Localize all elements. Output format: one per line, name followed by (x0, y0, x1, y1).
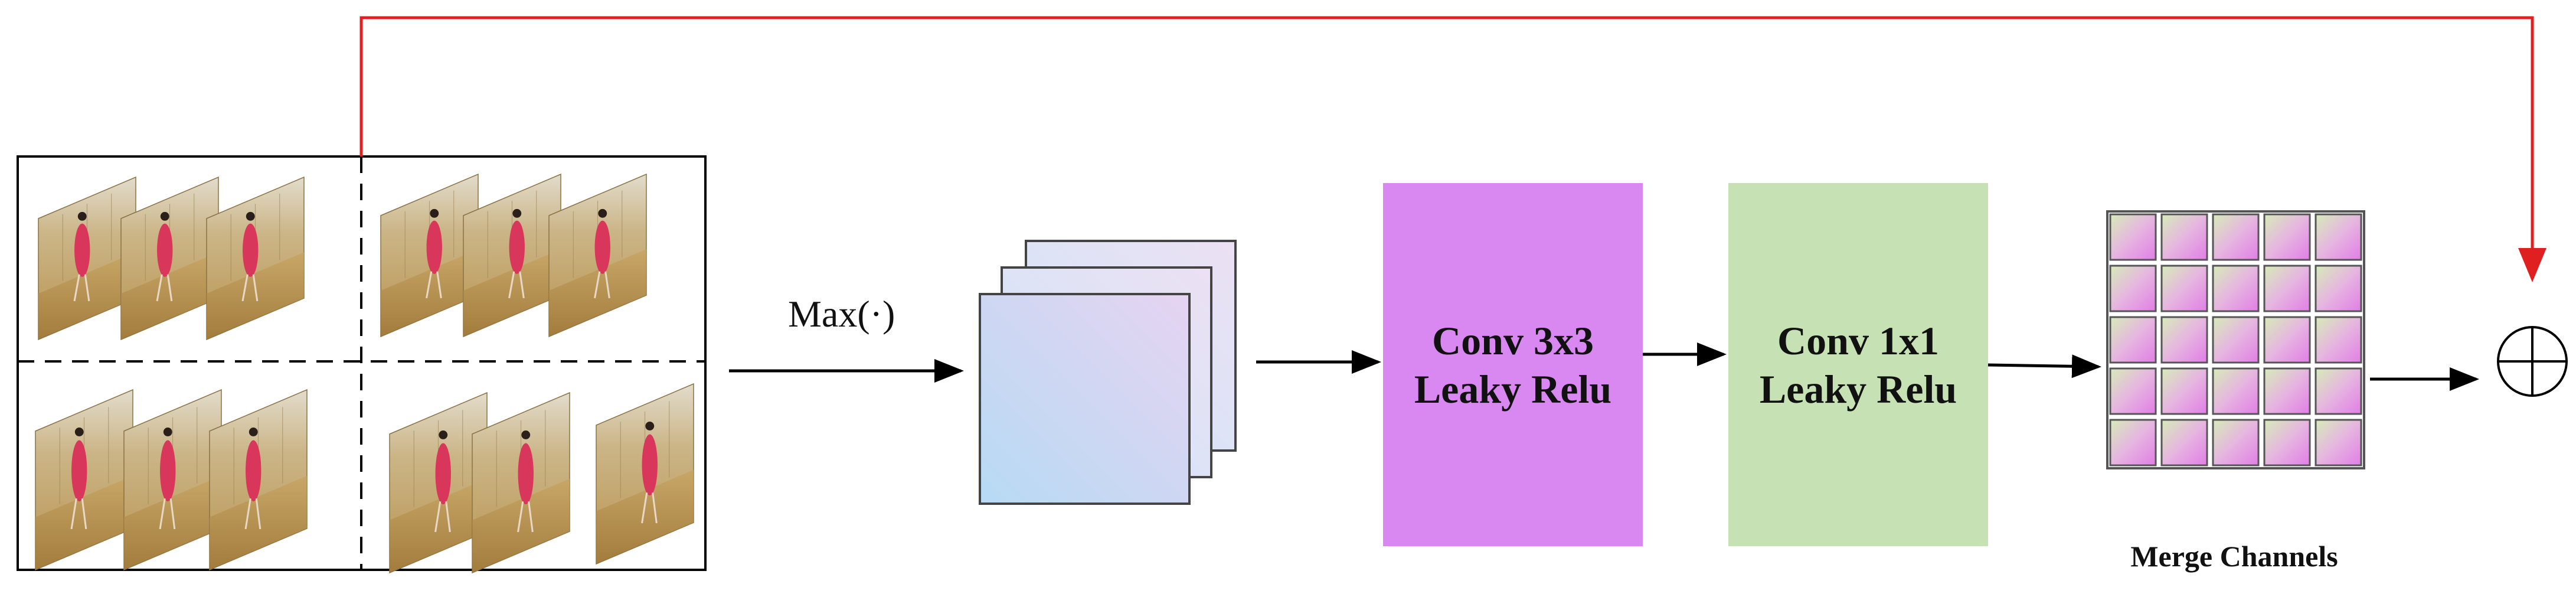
video-frame (35, 389, 133, 571)
conv1x1-line2: Leaky Relu (1759, 366, 1957, 412)
conv3x3-line1: Conv 3x3 (1432, 318, 1594, 363)
video-frame (596, 383, 694, 565)
merge-grid-cell (2263, 316, 2311, 364)
merge-grid-cell (2212, 419, 2260, 466)
merge-grid-cell (2315, 316, 2362, 364)
conv1x1-line1: Conv 1x1 (1777, 318, 1939, 363)
conv3x3-label: Conv 3x3 Leaky Relu (1383, 183, 1643, 546)
merge-grid-cell (2315, 367, 2362, 415)
merge-grid-cell (2109, 419, 2157, 466)
merge-grid-cell (2263, 367, 2311, 415)
feature-map-front (979, 293, 1191, 505)
merge-channels-label: Merge Channels (2130, 540, 2338, 573)
conv3x3-block (1383, 183, 1643, 546)
video-frame (38, 176, 136, 341)
merge-grid-cell (2160, 367, 2208, 415)
merge-grid-cell (2109, 213, 2157, 261)
merge-grid-cell (2160, 213, 2208, 261)
conv3x3-line2: Leaky Relu (1414, 366, 1612, 412)
input-frames-panel (17, 155, 707, 574)
video-frame (472, 392, 570, 574)
video-frame (463, 173, 561, 338)
merge-grid-cell (2160, 419, 2208, 466)
merge-grid-cell (2160, 316, 2208, 364)
video-frame (120, 176, 219, 341)
merge-grid-cell (2263, 265, 2311, 312)
merge-grid-cell (2263, 213, 2311, 261)
max-operation-label: Max(·) (788, 293, 895, 335)
stacked-feature-maps (979, 240, 1237, 505)
video-frame (389, 392, 488, 574)
conv1-to-merge-arrow (1987, 354, 2101, 379)
merge-grid-cell (2109, 316, 2157, 364)
merge-grid-cell (2160, 265, 2208, 312)
merge-grid-cell (2109, 265, 2157, 312)
video-frame (380, 173, 479, 338)
merge-channels-grid (2106, 210, 2365, 469)
merge-grid-cell (2263, 419, 2311, 466)
video-frame (209, 389, 308, 571)
video-frames (35, 173, 694, 574)
merge-grid-cell (2212, 367, 2260, 415)
circle-plus-icon (2497, 326, 2568, 397)
video-frame (123, 389, 222, 571)
merge-grid-cell (2315, 419, 2362, 466)
merge-grid-cell (2315, 213, 2362, 261)
skip-connection-line (359, 16, 2534, 263)
merge-grid-cell (2212, 213, 2260, 261)
conv1x1-block (1728, 183, 1988, 546)
video-frame (206, 176, 305, 341)
merge-grid-cell (2212, 316, 2260, 364)
merge-grid-cell (2212, 265, 2260, 312)
conv1x1-label: Conv 1x1 Leaky Relu (1728, 183, 1988, 546)
merge-grid-cell (2315, 265, 2362, 312)
video-frame (548, 173, 647, 338)
skip-connection-arrowhead (2518, 248, 2546, 282)
merge-grid-cell (2109, 367, 2157, 415)
